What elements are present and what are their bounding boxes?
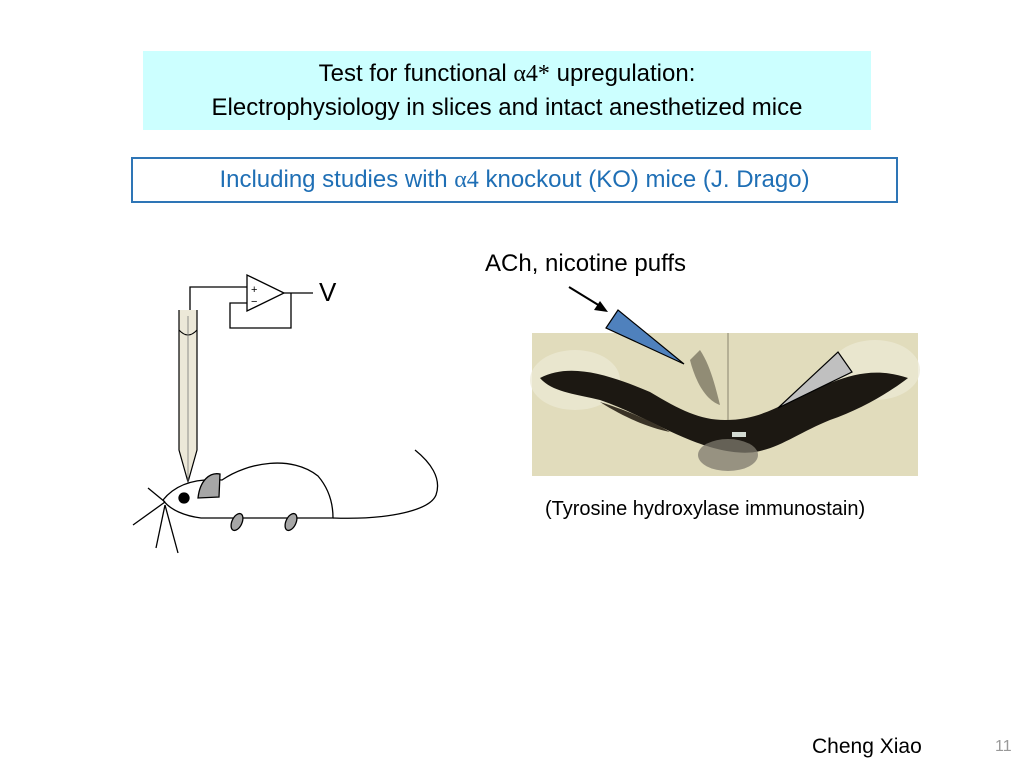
mouse-body [162, 462, 334, 519]
brain-slice-image [530, 333, 920, 476]
pointer-arrow [568, 286, 608, 312]
puff-pipette [605, 309, 685, 365]
mouse-drawing [132, 449, 439, 554]
subtitle-box: Including studies with α4 knockout (KO) … [131, 157, 898, 203]
recording-electrode [178, 310, 198, 485]
alpha4-star-symbol: α4* [513, 61, 550, 87]
puff-label: ACh, nicotine puffs [485, 250, 687, 277]
whisker [147, 487, 166, 503]
amp-minus: − [251, 296, 257, 308]
mouse-tail [332, 449, 439, 519]
author-name: Cheng Xiao [812, 735, 922, 758]
voltage-label: V [319, 277, 337, 307]
title-line-1: Test for functional α4* upregulation: [318, 60, 696, 87]
amplifier-triangle [246, 273, 286, 313]
mouse-front-paw [230, 512, 244, 532]
mouse-eye [178, 492, 190, 504]
whisker [155, 504, 166, 549]
slide-title: Test for functional α4* upregulation: El… [143, 51, 871, 130]
whisker [164, 504, 179, 554]
image-caption: (Tyrosine hydroxylase immunostain) [545, 498, 866, 520]
mouse-hind-paw [284, 512, 298, 532]
feedback-wire [229, 293, 292, 329]
whisker [132, 501, 166, 526]
amp-plus: + [251, 284, 257, 296]
page-number: 11 [995, 738, 1012, 755]
alpha4-symbol: α4 [454, 167, 479, 193]
mouse-ear [197, 473, 221, 499]
title-line-2: Electrophysiology in slices and intact a… [211, 94, 803, 121]
electrode-wire [189, 286, 247, 322]
slice-recording-pipette [777, 351, 853, 409]
